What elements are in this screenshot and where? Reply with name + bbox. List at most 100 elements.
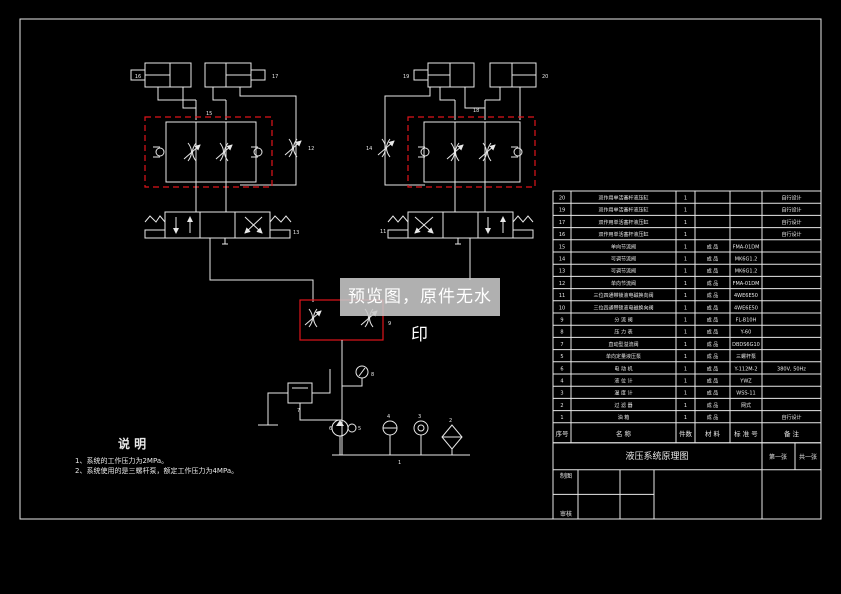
relief-valve-7 [287,382,313,404]
table-cell-name: 单向定量液压泵 [606,353,641,360]
table-cell-qty: 1 [684,196,687,202]
table-cell-mat: 成 品 [707,414,719,421]
label-7: 7 [297,408,300,414]
table-cell-std: FMA-01DM [733,244,760,250]
table-cell-mat: 成 品 [707,268,719,275]
table-cell-note: 自行设计 [781,207,801,214]
table-cell-qty: 1 [684,318,687,324]
table-cell-name: 可调节流阀 [611,268,636,275]
table-cell-name: 直动型溢流阀 [608,341,638,348]
table-cell-qty: 1 [684,403,687,409]
notes-line-2: 2、系统使用的是三螺杆泵，额定工作压力为4MPa。 [75,466,238,475]
table-cell-qty: 1 [684,232,687,238]
table-cell-note: 380V, 50Hz [777,366,806,372]
left-circuit: 16 17 15 12 [130,62,314,302]
table-cell-name: 压 力 表 [614,329,632,336]
table-cell-no: 12 [559,281,565,287]
table-cell-qty: 1 [684,379,687,385]
table-cell-no: 8 [560,330,563,336]
table-cell-qty: 1 [684,281,687,287]
table-cell-no: 16 [559,232,565,238]
notes-heading: 说 明 [118,436,146,451]
label-16: 16 [135,74,141,80]
table-cell-mat: 成 品 [707,304,719,311]
table-cell-mat: 成 品 [707,256,719,263]
table-cell-mat: 成 品 [707,280,719,287]
table-cell-name: 温 度 计 [614,390,632,397]
table-cell-mat: 成 品 [707,378,719,385]
table-cell-qty: 1 [684,293,687,299]
table-cell-name: 液 位 计 [614,378,632,385]
table-cell-std: WSS-11 [736,391,755,397]
table-cell-qty: 1 [684,244,687,250]
valve-block-left [144,116,273,188]
motor-6 [347,423,357,433]
table-cell-qty: 1 [684,220,687,226]
table-cell-std: MK6G1.2 [735,257,758,263]
table-cell-std: DBDS6G10 [732,342,760,348]
table-cell-std: YWZ [739,379,752,385]
table-cell-qty: 1 [684,305,687,311]
table-cell-note: 自行设计 [781,414,801,421]
table-cell-mat: 成 品 [707,402,719,409]
label-6: 6 [329,426,332,432]
table-cell-qty: 1 [684,269,687,275]
table-cell-note: 自行设计 [781,219,801,226]
table-cell-qty: 1 [684,208,687,214]
table-header-name: 名 称 [616,429,632,438]
table-cell-no: 5 [560,354,563,360]
title-block-review: 审核 [560,510,572,518]
table-cell-name: 双作用单活塞杆液压缸 [598,219,648,226]
table-cell-mat: 成 品 [707,390,719,397]
table-cell-name: 电 动 机 [614,365,632,372]
table-cell-mat: 成 品 [707,353,719,360]
table-cell-qty: 1 [684,330,687,336]
table-cell-no: 6 [560,366,563,372]
directional-valve-11 [407,211,514,239]
table-cell-no: 10 [559,305,565,311]
table-cell-mat: 成 品 [707,341,719,348]
table-cell-name: 双作用单活塞杆液压缸 [598,195,648,202]
table-cell-qty: 1 [684,391,687,397]
table-cell-name: 双作用单活塞杆液压缸 [598,231,648,238]
table-cell-name: 单向节流阀 [611,280,636,287]
table-cell-no: 4 [560,379,563,385]
notes-line-1: 1、系统的工作压力为2MPa。 [75,456,168,465]
label-20: 20 [542,74,548,80]
table-cell-std: FL-B10H [736,318,757,324]
table-header-qty: 件数 [679,429,693,438]
label-4: 4 [387,414,390,420]
title-block-sheet-total: 共一张 [799,453,817,461]
table-cell-qty: 1 [684,354,687,360]
valve-block-right [407,116,536,188]
table-cell-mat: 成 品 [707,292,719,299]
label-17: 17 [272,74,278,80]
table-cell-name: 可调节流阀 [611,256,636,263]
label-15: 15 [206,111,212,117]
table-cell-name: 三位四通带锁液电磁换向阀 [593,304,653,311]
table-cell-name: 单向节流阀 [611,243,636,250]
power-unit: 9 7 8 6 5 4 3 2 1 [258,299,470,466]
title-block-design: 制图 [560,472,572,480]
label-12: 12 [308,146,314,152]
table-cell-name: 过 滤 器 [614,402,632,409]
table-cell-no: 15 [559,244,565,250]
label-14: 14 [366,146,372,152]
table-cell-mat: 成 品 [707,365,719,372]
table-cell-note: 自行设计 [781,231,801,238]
table-cell-note: 自行设计 [781,195,801,202]
table-cell-no: 19 [559,208,565,214]
table-cell-mat: 成 品 [707,317,719,324]
label-1: 1 [398,460,401,466]
table-cell-qty: 1 [684,342,687,348]
table-cell-no: 13 [559,269,565,275]
table-cell-no: 9 [560,318,563,324]
table-cell-mat: 成 品 [707,329,719,336]
label-8: 8 [371,372,374,378]
label-5: 5 [358,426,361,432]
table-cell-mat: 成 品 [707,243,719,250]
table-header-note: 备 注 [784,429,800,438]
label-3: 3 [418,414,421,420]
